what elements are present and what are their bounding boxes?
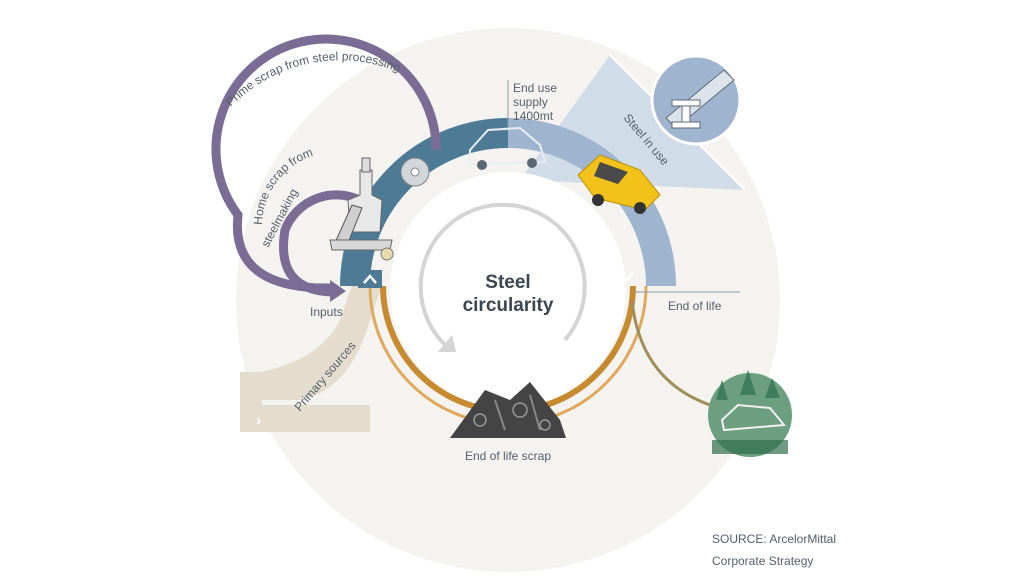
i-beam-icon <box>650 54 742 146</box>
inner-cycle-arrowhead <box>438 335 456 352</box>
end-of-life-label: End of life <box>668 299 722 313</box>
source-line1: SOURCE: ArcelorMittal <box>712 532 837 546</box>
abandoned-car-forest-icon <box>708 370 792 457</box>
down-chevron-icon <box>618 272 634 282</box>
source-line2: Corporate Strategy <box>712 554 814 568</box>
end-of-life-path <box>630 299 711 407</box>
end-of-life-scrap-label: End of life scrap <box>465 449 551 463</box>
center-title-line2: circularity <box>463 295 554 316</box>
primary-sources-strip <box>240 405 370 432</box>
steel-mill-icon <box>329 157 393 251</box>
inner-cycle-arrow <box>418 202 587 347</box>
ladle-icon <box>380 247 394 261</box>
inputs-arrowhead <box>330 280 346 302</box>
end-use-label-line1: End use <box>513 81 557 95</box>
center-title-line1: Steel <box>485 272 530 293</box>
car-frame-icon <box>469 126 547 170</box>
end-use-label-line3: 1400mt <box>513 109 554 123</box>
prime-scrap-arrow <box>211 34 441 293</box>
yellow-car-icon <box>577 154 661 214</box>
up-chevron-icon <box>363 274 377 284</box>
steel-coil-icon <box>400 157 430 187</box>
end-use-label-line2: supply <box>513 95 548 109</box>
ring-blue-segment <box>340 118 509 287</box>
home-scrap-arrow <box>279 190 368 297</box>
inputs-label: Inputs <box>310 305 343 319</box>
primary-sources-band <box>240 285 382 400</box>
source-note: SOURCE: ArcelorMittal Corporate Strategy <box>712 528 836 572</box>
scrap-pile-icon <box>450 382 566 438</box>
inputs-chevron-bg <box>358 270 382 288</box>
primary-sources-chevron: › <box>256 412 261 429</box>
